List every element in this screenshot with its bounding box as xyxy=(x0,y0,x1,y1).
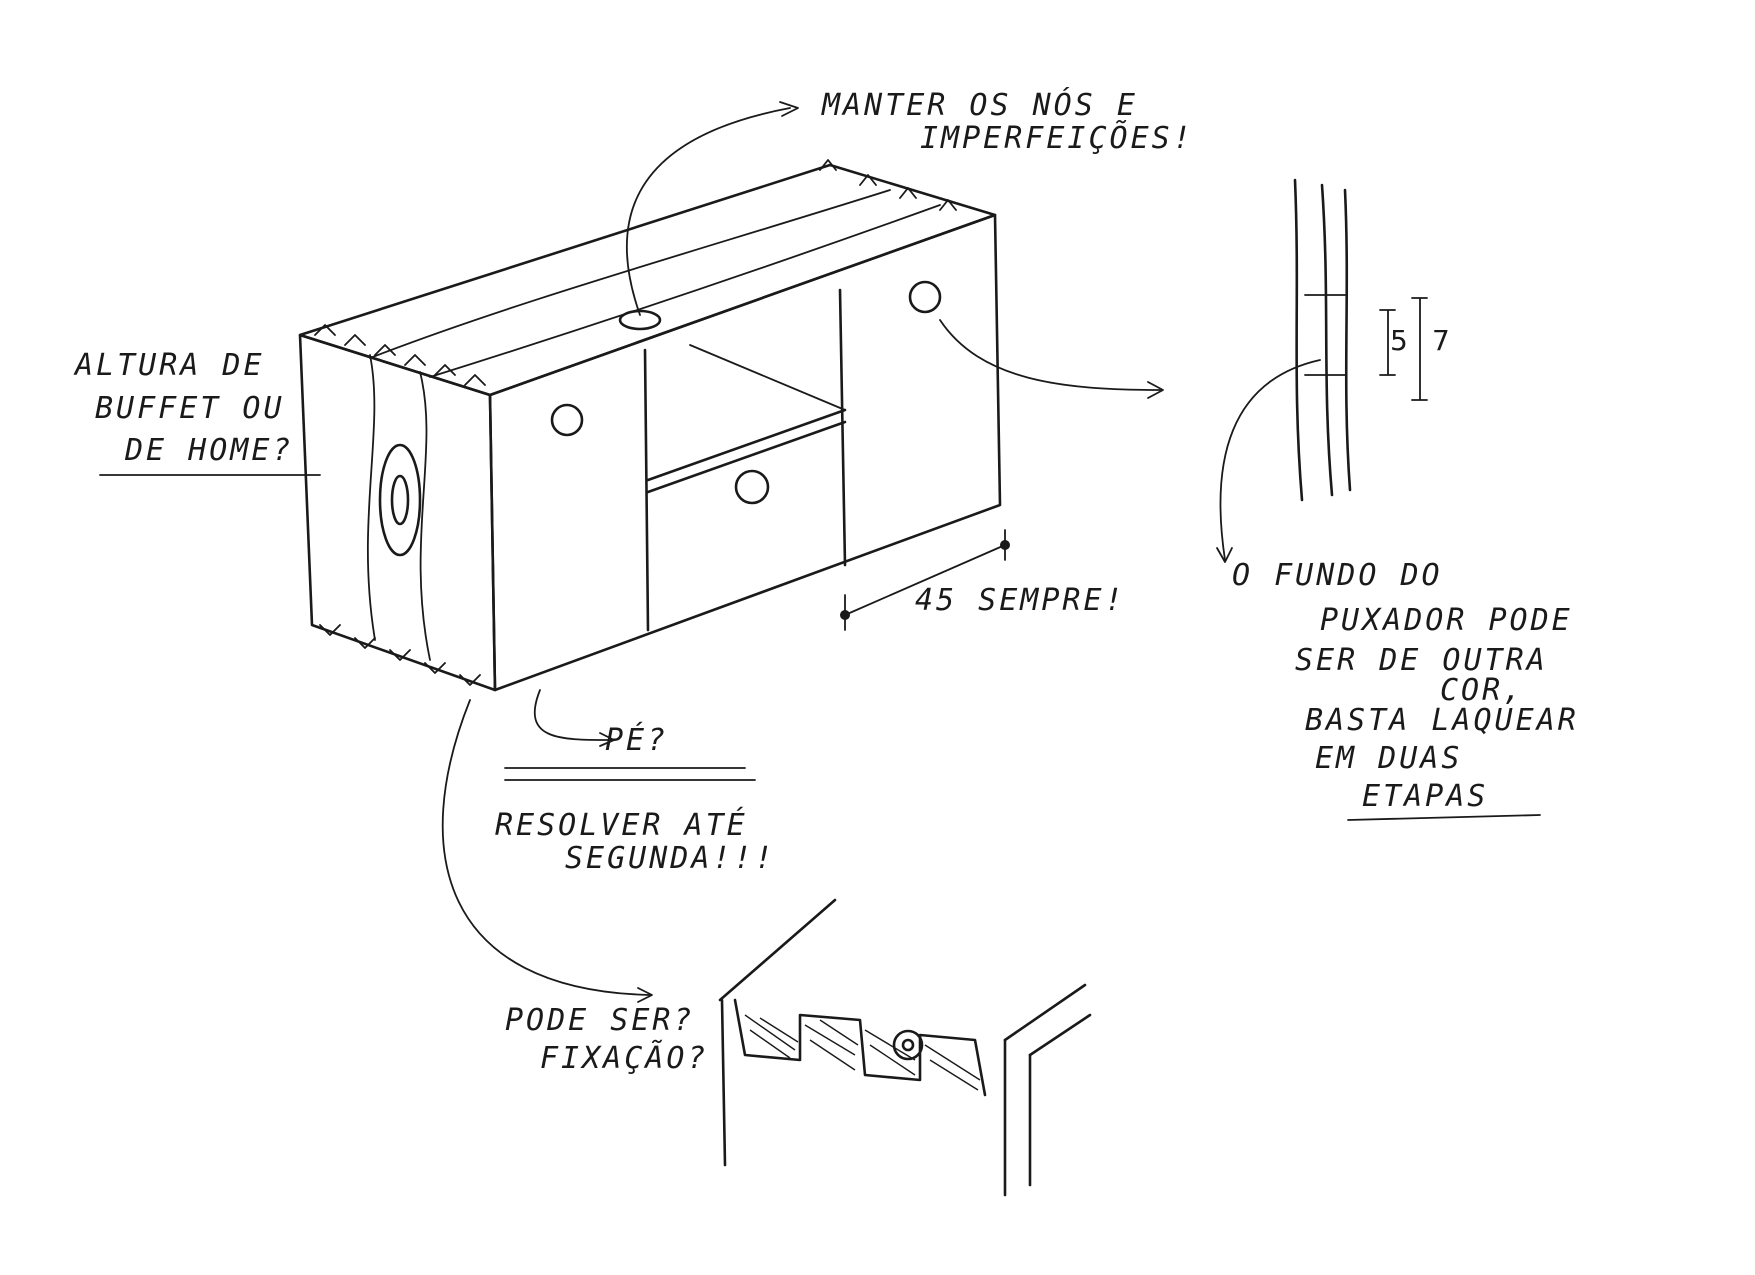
svg-text:SEGUNDA!!!: SEGUNDA!!! xyxy=(565,841,776,876)
svg-text:EM DUAS: EM DUAS xyxy=(1315,741,1462,776)
handle-drawer-icon xyxy=(734,469,770,505)
dimension-inner: 5 xyxy=(1390,324,1408,357)
joint-knot-icon xyxy=(892,1029,924,1061)
underlines xyxy=(99,474,1541,821)
note-knots: MANTER OS NÓS E IMPERFEIÇÕES! xyxy=(821,86,1194,156)
note-resolve: RESOLVER ATÉ SEGUNDA!!! xyxy=(495,807,776,876)
svg-text:IMPERFEIÇÕES!: IMPERFEIÇÕES! xyxy=(920,119,1194,156)
svg-text:PUXADOR PODE: PUXADOR PODE xyxy=(1320,603,1573,638)
svg-text:MANTER OS NÓS E: MANTER OS NÓS E xyxy=(821,86,1138,123)
note-height: ALTURA DE BUFFET OU DE HOME? xyxy=(73,348,294,468)
note-foot: PÉ? xyxy=(605,722,668,758)
joinery-detail xyxy=(718,898,1092,1197)
svg-text:PODE SER?: PODE SER? xyxy=(505,1003,695,1038)
svg-text:BUFFET OU: BUFFET OU xyxy=(95,391,285,426)
note-joinery: PODE SER? FIXAÇÃO? xyxy=(505,1003,709,1076)
handle-left-icon xyxy=(550,403,584,437)
handle-right-icon xyxy=(908,280,942,314)
svg-text:COR,: COR, xyxy=(1440,673,1524,708)
svg-text:DE HOME?: DE HOME? xyxy=(124,433,294,468)
leader-arrows xyxy=(441,101,1321,1003)
note-handle-back: O FUNDO DO PUXADOR PODE SER DE OUTRA COR… xyxy=(1232,558,1579,814)
svg-text:O FUNDO DO: O FUNDO DO xyxy=(1232,558,1443,593)
depth-dimension xyxy=(840,529,1010,631)
top-knot-icon xyxy=(618,309,662,331)
svg-text:FIXAÇÃO?: FIXAÇÃO? xyxy=(540,1040,709,1076)
svg-text:BASTA LAQUEAR: BASTA LAQUEAR xyxy=(1305,703,1579,738)
svg-text:SER DE OUTRA: SER DE OUTRA xyxy=(1295,643,1548,678)
svg-text:RESOLVER ATÉ: RESOLVER ATÉ xyxy=(495,807,748,843)
cabinet-drawing xyxy=(298,159,1002,692)
svg-text:ALTURA DE: ALTURA DE xyxy=(73,348,265,383)
dimension-outer: 7 xyxy=(1432,324,1450,357)
svg-text:ETAPAS: ETAPAS xyxy=(1362,779,1488,814)
note-depth: 45 SEMPRE! xyxy=(915,583,1126,618)
handle-section-detail xyxy=(1293,178,1428,502)
